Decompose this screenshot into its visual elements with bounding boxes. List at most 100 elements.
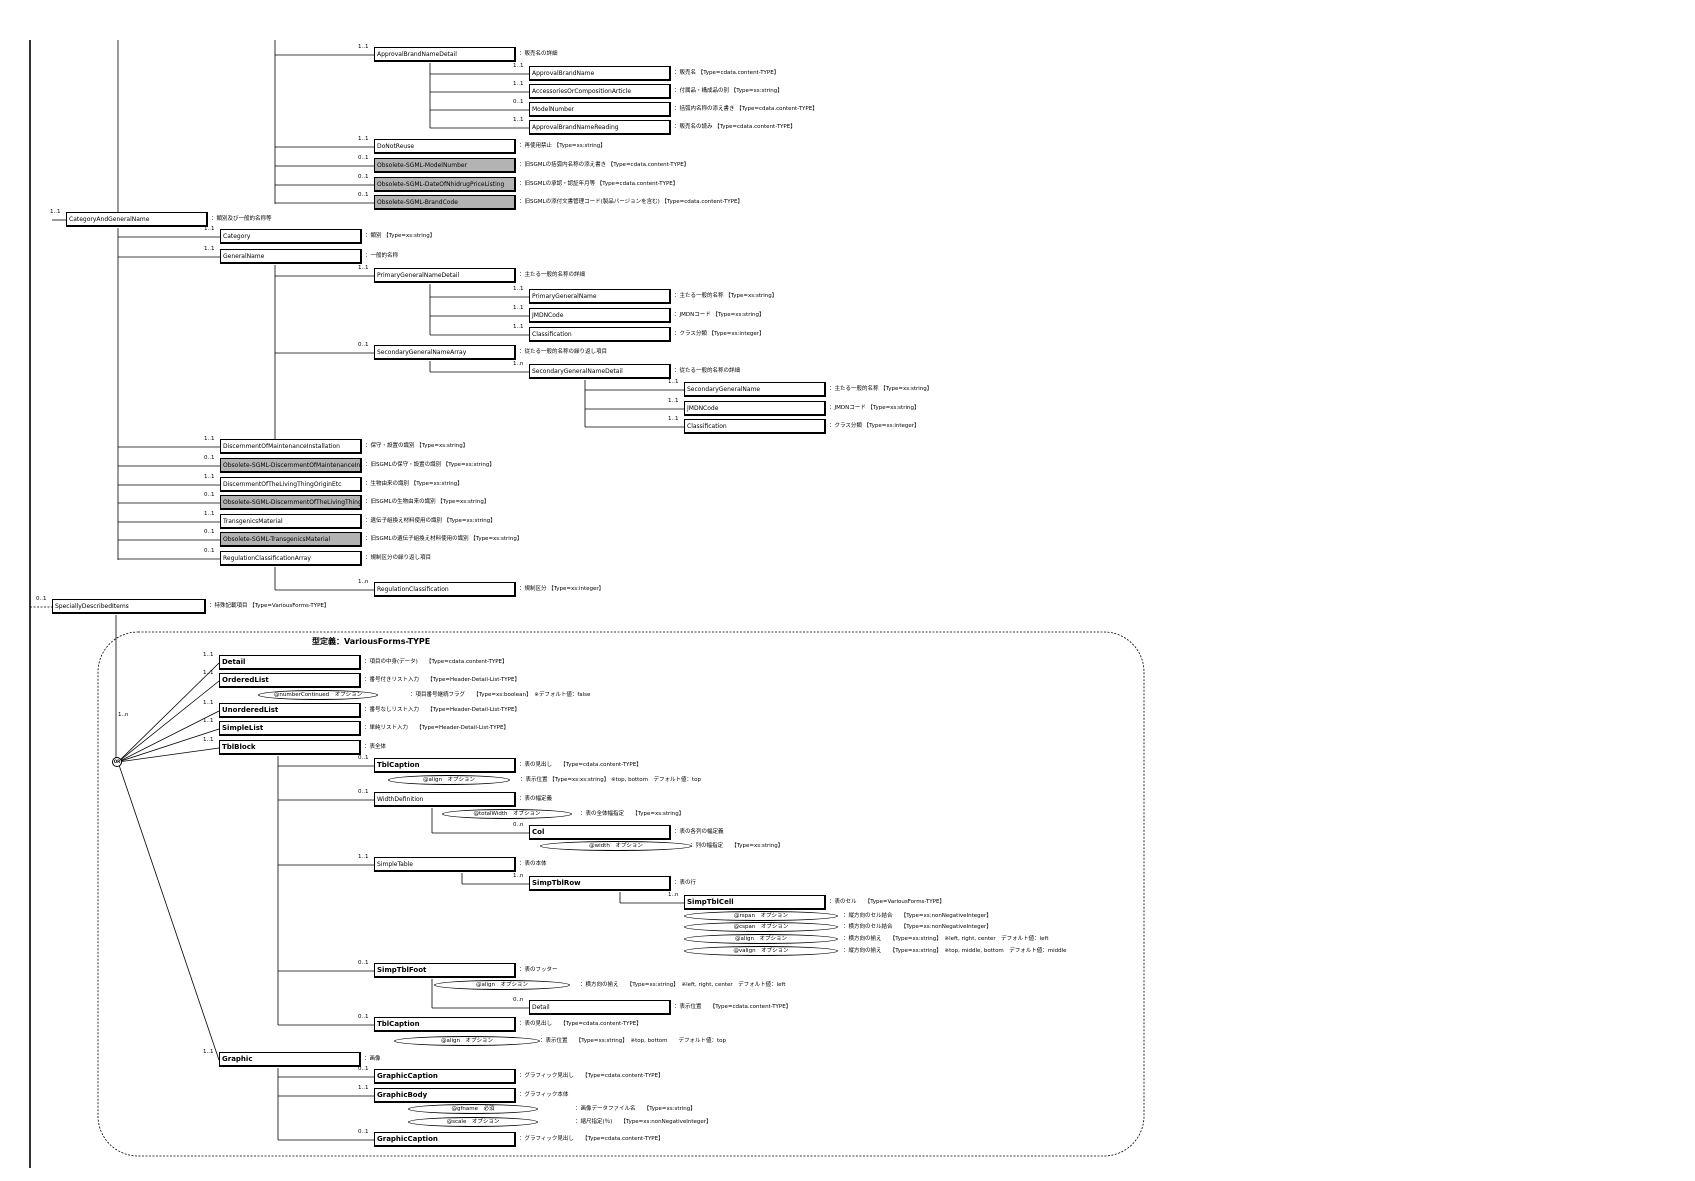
attribute-description: ：横方向の揃え 【Type=xs:string】 ※left, right, c… (843, 936, 1049, 942)
schema-node: Obsolete-SGML-TransgenicsMaterial (220, 532, 362, 547)
node-description: ：再使用禁止 【Type=xs:string】 (519, 143, 606, 149)
cardinality-label: 1..1 (50, 209, 61, 215)
cardinality-label: 1..1 (203, 670, 214, 676)
node-description: ：グラフィック本体 (519, 1092, 569, 1098)
cardinality-label: 1..1 (668, 398, 679, 404)
node-description: ：単純リスト入力 【Type=Header-Detail-List-TYPE】 (364, 725, 509, 731)
node-description: ：類別 【Type=xs:string】 (365, 233, 436, 239)
schema-node: RegulationClassificationArray (220, 551, 362, 566)
schema-node: Category (220, 229, 362, 244)
schema-node: PrimaryGeneralName (529, 289, 671, 304)
schema-node: Graphic (219, 1052, 361, 1067)
cardinality-label: 1..n (513, 361, 524, 367)
attribute-description: ：表の全体幅指定 【Type=xs:string】 (580, 811, 685, 817)
schema-node: DiscernmentOfMaintenanceInstallation (220, 439, 362, 454)
node-description: ：旧SGMLの遺伝子組換え材料使用の識別 【Type=xs:string】 (365, 536, 523, 542)
cardinality-label: 1..1 (204, 511, 215, 517)
cardinality-label: 1..n (513, 873, 524, 879)
schema-node: GraphicCaption (374, 1069, 516, 1084)
schema-node: Obsolete-SGML-DateOfNhidrugPriceListing (374, 177, 516, 192)
cardinality-label: 0..1 (358, 342, 369, 348)
cardinality-label: 1..n (668, 892, 679, 898)
node-description: ：保守・設置の識別 【Type=xs:string】 (365, 443, 469, 449)
cardinality-label: 1..1 (513, 286, 524, 292)
node-description: ：従たる一般的名称の繰り返し項目 (519, 349, 608, 355)
node-description: ：規制区分 【Type=xs:integer】 (519, 586, 605, 592)
schema-node: SimpTblRow (529, 876, 671, 891)
schema-node: DoNotReuse (374, 139, 516, 154)
cardinality-label: 0..1 (358, 960, 369, 966)
node-description: ：表全体 (364, 744, 387, 750)
attribute-oval: @totalWidth オプション (442, 809, 572, 819)
or-choice-icon: OR (112, 757, 122, 767)
cardinality-label: 1..1 (204, 226, 215, 232)
cardinality-label: 1..1 (513, 63, 524, 69)
cardinality-label: 1..1 (358, 265, 369, 271)
node-description: ：表の幅定義 (519, 796, 553, 802)
schema-node: SecondaryGeneralName (684, 382, 826, 397)
node-description: ：類別及び一般的名称等 (211, 216, 272, 222)
attribute-oval: @width オプション (540, 841, 692, 851)
node-description: ：旧SGMLの生物由来の識別 【Type=xs:string】 (365, 499, 490, 505)
node-description: ：表示位置 【Type=cdata.content-TYPE】 (674, 1004, 792, 1010)
node-description: ：従たる一般的名称の詳細 (674, 368, 741, 374)
schema-node: SecondaryGeneralNameArray (374, 345, 516, 360)
node-description: ：主たる一般的名称の詳細 (519, 272, 586, 278)
node-description: ：遺伝子組換え材料使用の識別 【Type=xs:string】 (365, 518, 496, 524)
node-description: ：特殊記載項目 【Type=VariousForms-TYPE】 (209, 603, 330, 609)
attribute-oval: @cspan オプション (684, 922, 838, 932)
schema-node: SecondaryGeneralNameDetail (529, 364, 671, 379)
attribute-description: ：表示位置 【Type=xs:xs:string】 ※top, bottom デ… (520, 777, 701, 783)
node-description: ：付属品・構成品の別 【Type=xs:string】 (674, 88, 783, 94)
attribute-description: ：列の幅指定 【Type=xs:string】 (690, 843, 784, 849)
cardinality-label: 1..1 (668, 416, 679, 422)
node-description: ：表のセル 【Type=VariousForms-TYPE】 (829, 899, 945, 905)
attribute-description: ：縦方向のセル結合 【Type=xs:nonNegativeInteger】 (843, 913, 992, 919)
schema-node: SimpTblFoot (374, 963, 516, 978)
schema-node: SimpleTable (374, 857, 516, 872)
schema-node: TblCaption (374, 1017, 516, 1032)
node-description: ：番号なしリスト入力 【Type=Header-Detail-List-TYPE… (364, 707, 520, 713)
schema-node: WidthDefinition (374, 792, 516, 807)
node-description: ：表のフッター (519, 967, 558, 973)
node-description: ：番号付きリスト入力 【Type=Header-Detail-List-TYPE… (364, 677, 520, 683)
cardinality-label: 1..1 (358, 854, 369, 860)
schema-node: JMDNCode (529, 308, 671, 323)
schema-node: UnorderedList (219, 703, 361, 718)
schema-node: PrimaryGeneralNameDetail (374, 268, 516, 283)
schema-node: SpeciallyDescribedItems (52, 599, 206, 614)
schema-node: GraphicBody (374, 1088, 516, 1103)
node-description: ：旧SGMLの添付文書管理コード(製品バージョンを含む) 【Type=cdata… (519, 199, 743, 205)
cardinality-label: 0..1 (358, 755, 369, 761)
schema-node: DiscernmentOfTheLivingThingOriginEtc (220, 477, 362, 492)
cardinality-label: 0..1 (36, 596, 47, 602)
schema-node: GeneralName (220, 249, 362, 264)
attribute-description: ：画像データファイル名 【Type=xs:string】 (575, 1106, 696, 1112)
cardinality-label: 1..1 (204, 246, 215, 252)
cardinality-label: 0..1 (358, 1129, 369, 1135)
node-description: ：グラフィック見出し 【Type=cdata.content-TYPE】 (519, 1073, 664, 1079)
schema-node: ModelNumber (529, 102, 671, 117)
node-description: ：生物由来の識別 【Type=xs:string】 (365, 481, 463, 487)
cardinality-label: 0..n (513, 822, 524, 828)
schema-node: ApprovalBrandNameReading (529, 120, 671, 135)
node-description: ：表の各列の幅定義 (674, 829, 724, 835)
node-description: ：表の見出し 【Type=cdata.content-TYPE】 (519, 762, 642, 768)
attribute-description: ：表示位置 【Type=xs:string】 ※top, bottom デフォル… (540, 1038, 727, 1044)
cardinality-label: 0..n (513, 997, 524, 1003)
node-description: ：グラフィック見出し 【Type=cdata.content-TYPE】 (519, 1136, 664, 1142)
cardinality-label: 1..1 (358, 1085, 369, 1091)
cardinality-label: 1..1 (203, 718, 214, 724)
cardinality-label: 1..1 (204, 474, 215, 480)
cardinality-label: 0..1 (358, 789, 369, 795)
cardinality-label: 1..1 (203, 652, 214, 658)
cardinality-label: 1..1 (358, 44, 369, 50)
choice-cardinality: 1..n (118, 712, 129, 718)
attribute-oval: @numberContinued オプション (258, 690, 378, 700)
cardinality-label: 0..1 (358, 1014, 369, 1020)
attribute-oval: @align オプション (388, 775, 510, 785)
node-description: ：販売名の読み 【Type=cdata.content-TYPE】 (674, 124, 796, 130)
attribute-description: ：項目番号継続フラグ 【Type=xs:boolean】 ※デフォルト値：fal… (410, 692, 591, 698)
node-description: ：表の行 (674, 880, 697, 886)
